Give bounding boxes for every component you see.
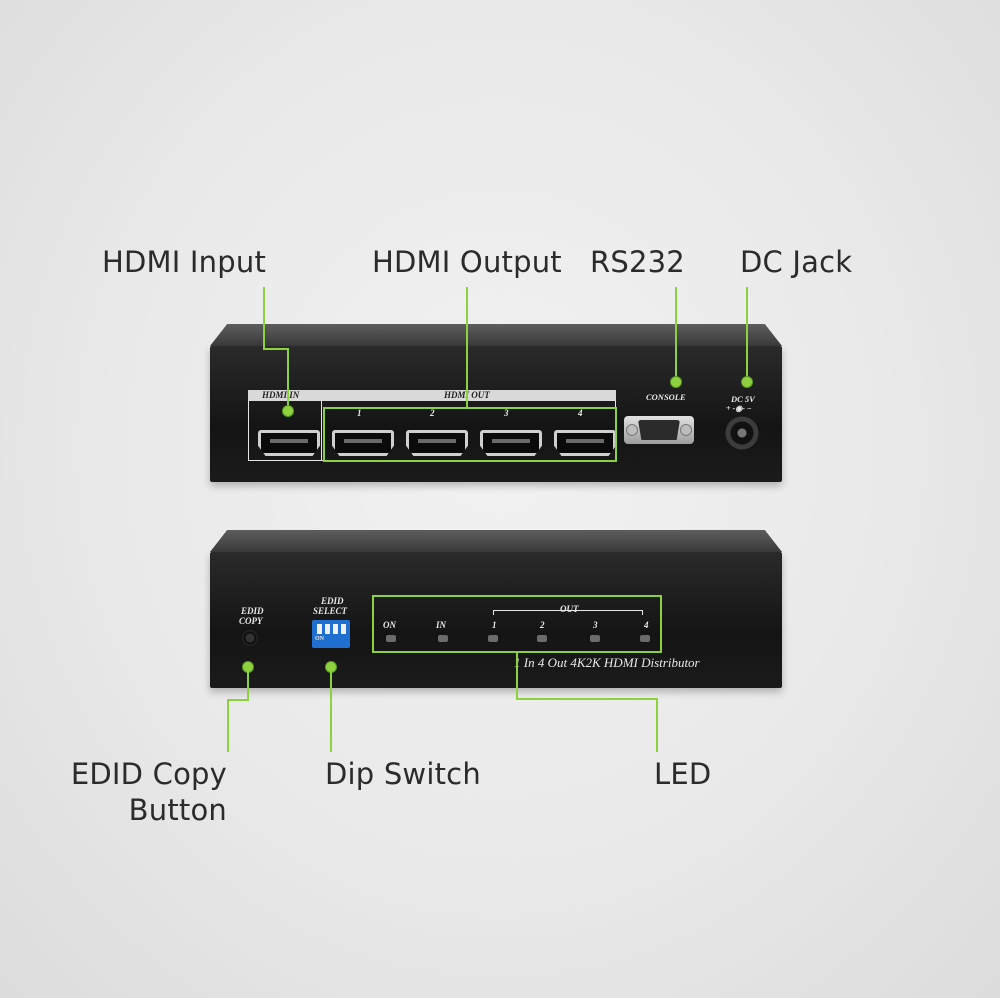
callout-dot-hdmi-input [282,405,294,417]
rear-panel-face [210,346,782,482]
led-out-bracket-right [642,610,643,615]
front-panel: EDID COPY EDID SELECT ON ON IN OUT 1 2 3… [210,530,782,688]
callout-line-edid-copy-v2 [227,699,229,752]
led-on-silk: ON [383,620,396,630]
rear-panel-top [210,324,782,346]
led-in [438,635,448,642]
rear-silk-divider [321,401,322,460]
dc-polarity-symbol: + -◉- − [726,404,752,413]
led-out-number-4: 4 [644,620,649,630]
led-out-1 [488,635,498,642]
rs232-label: RS232 [590,245,685,279]
edid-copy-button-label: EDID Copy Button [60,756,227,828]
out-port-number-3: 3 [504,408,509,418]
led-in-silk: IN [436,620,447,630]
led-out-number-3: 3 [593,620,598,630]
callout-line-hdmi-input-v1 [263,287,265,349]
dip-switch-3[interactable] [333,624,338,634]
led-out-4 [640,635,650,642]
rs232-console-port [624,416,694,444]
dip-switch-label: Dip Switch [325,757,481,791]
led-on [386,635,396,642]
dc-jack-port [725,416,759,450]
rear-silk-band [248,390,616,401]
led-out-3 [590,635,600,642]
product-name-silk: 1 In 4 Out 4K2K HDMI Distributor [514,655,700,670]
led-out-2 [537,635,547,642]
callout-line-edid-copy-h [227,699,249,701]
dip-switch[interactable]: ON [312,620,350,648]
console-silk: CONSOLE [646,392,686,402]
callout-line-hdmi-output-v [466,287,468,408]
hdmi-input-label: HDMI Input [102,245,267,279]
dip-on-silk: ON [315,636,324,642]
out-port-number-4: 4 [578,408,583,418]
hdmi-out-port-3 [480,430,542,456]
db9-shell [638,420,680,440]
callout-line-led-v1 [516,652,518,699]
hdmi-out-port-2 [406,430,468,456]
led-out-number-2: 2 [540,620,545,630]
callout-box-hdmi-output [323,407,617,462]
rear-panel: HDMI IN HDMI OUT 1 2 3 4 CONSOLE DC 5V +… [210,324,782,482]
callout-line-dip-switch-v [330,666,332,752]
edid-copy-button[interactable] [242,630,258,646]
db9-nut-right [680,424,692,436]
hdmi-out-port-1 [332,430,394,456]
edid-copy-label-line2: Button [128,793,227,827]
out-port-number-1: 1 [357,408,362,418]
dip-switch-4[interactable] [341,624,346,634]
callout-box-led [372,595,662,653]
hdmi-out-port-4 [554,430,616,456]
edid-copy-label-line1: EDID Copy [70,757,227,791]
led-out-silk: OUT [557,604,582,614]
callout-line-dc-jack-v [746,287,748,379]
out-port-number-2: 2 [430,408,435,418]
hdmi-in-port [258,430,320,456]
dip-switch-2[interactable] [325,624,330,634]
edid-select-silk-2: SELECT [313,606,348,616]
db9-nut-left [626,424,638,436]
led-out-bracket [493,610,643,611]
callout-line-led-h [516,698,658,700]
edid-copy-silk-2: COPY [239,616,263,626]
callout-line-led-v2 [656,698,658,752]
rear-silk-frame-left [248,390,249,460]
front-panel-face [210,552,782,688]
led-label: LED [654,757,712,791]
hdmi-in-silk: HDMI IN [262,390,300,400]
dc-5v-silk: DC 5V [731,394,755,404]
edid-select-silk-1: EDID [321,596,344,606]
callout-line-edid-copy-v1 [247,666,249,700]
dc-jack-label: DC Jack [740,245,853,279]
callout-line-hdmi-input-v2 [287,348,289,408]
led-out-bracket-left [493,610,494,615]
callout-line-hdmi-input-h [263,348,288,350]
callout-dot-dc-jack [741,376,753,388]
dip-switch-1[interactable] [317,624,322,634]
edid-copy-silk-1: EDID [241,606,264,616]
front-panel-top [210,530,782,552]
hdmi-output-label: HDMI Output [372,245,562,279]
callout-dot-rs232 [670,376,682,388]
callout-line-rs232-v [675,287,677,379]
led-out-number-1: 1 [492,620,497,630]
